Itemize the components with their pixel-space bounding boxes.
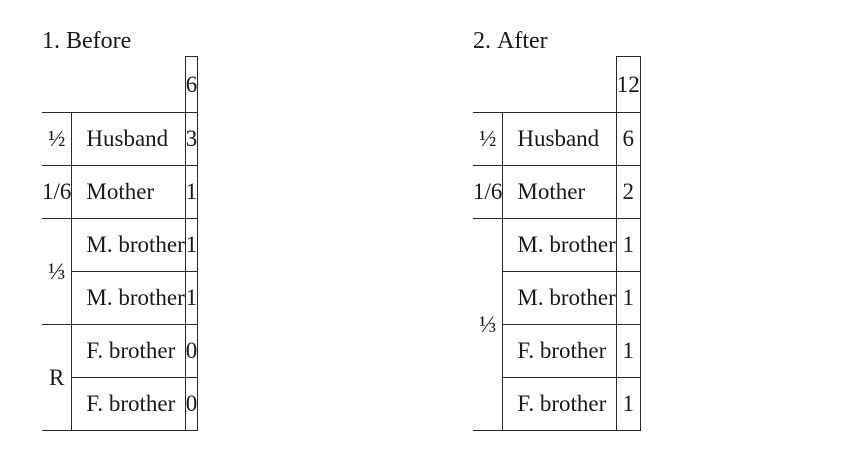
table-row: 1/6 Mother 2 — [473, 165, 641, 219]
blank-cell — [42, 56, 186, 113]
share-cell: 1 — [615, 218, 641, 272]
share-cell: 1 — [615, 377, 641, 431]
table-row: ½ Husband 6 — [473, 112, 641, 166]
table-row: M. brother 1 — [473, 271, 641, 325]
blank-cell — [473, 56, 617, 113]
fraction-cell: 1/6 — [42, 165, 73, 219]
heir-cell: M. brother — [502, 271, 617, 325]
base-denominator: 6 — [184, 56, 199, 113]
heir-cell: M. brother — [71, 218, 186, 272]
table-row: 1/6 Mother 1 — [42, 165, 199, 219]
before-caption-number: 1. — [42, 28, 60, 54]
table-row: 12 — [473, 56, 641, 113]
heir-cell: Mother — [71, 165, 186, 219]
heir-cell: M. brother — [71, 271, 186, 325]
table-row: ½ Husband 3 — [42, 112, 199, 166]
table-row: R F. brother 0 — [42, 324, 199, 431]
after-caption-number: 2. — [473, 28, 491, 54]
before-caption-label: Before — [66, 28, 132, 54]
heir-cell: Mother — [502, 165, 617, 219]
heir-cell: F. brother — [71, 324, 186, 378]
table-row: F. brother 0 — [42, 377, 199, 431]
table-row: 6 — [42, 56, 199, 113]
fraction-cell: ½ — [473, 112, 504, 166]
table-row: F. brother 1 — [473, 377, 641, 431]
share-cell: 1 — [615, 324, 641, 378]
after-share-table: 12 ½ Husband 6 1/6 Mother 2 ⅓ M. brother… — [473, 56, 641, 431]
share-cell: 1 — [615, 271, 641, 325]
share-cell: 1 — [184, 218, 199, 272]
share-cell: 0 — [184, 377, 199, 431]
heir-cell: F. brother — [71, 377, 186, 431]
fraction-cell: R — [42, 324, 73, 431]
heir-cell: M. brother — [502, 218, 617, 272]
heir-cell: F. brother — [502, 324, 617, 378]
table-row: F. brother 1 — [473, 324, 641, 378]
share-cell: 2 — [615, 165, 641, 219]
after-caption: 2.After — [473, 28, 548, 55]
heir-cell: Husband — [71, 112, 186, 166]
share-cell: 6 — [615, 112, 641, 166]
share-cell: 0 — [184, 324, 199, 378]
share-cell: 1 — [184, 165, 199, 219]
fraction-cell: ½ — [42, 112, 73, 166]
table-row: M. brother 1 — [42, 271, 199, 325]
table-row: ⅓ M. brother 1 — [42, 218, 199, 325]
heir-cell: Husband — [502, 112, 617, 166]
share-cell: 1 — [184, 271, 199, 325]
fraction-cell: ⅓ — [42, 218, 73, 325]
after-caption-label: After — [497, 28, 548, 54]
before-caption: 1.Before — [42, 28, 131, 55]
base-denominator: 12 — [615, 56, 641, 113]
fraction-cell: ⅓ — [473, 218, 504, 431]
share-cell: 3 — [184, 112, 199, 166]
table-row: ⅓ M. brother 1 — [473, 218, 641, 431]
heir-cell: F. brother — [502, 377, 617, 431]
before-share-table: 6 ½ Husband 3 1/6 Mother 1 ⅓ M. brother … — [42, 56, 199, 431]
fraction-cell: 1/6 — [473, 165, 504, 219]
